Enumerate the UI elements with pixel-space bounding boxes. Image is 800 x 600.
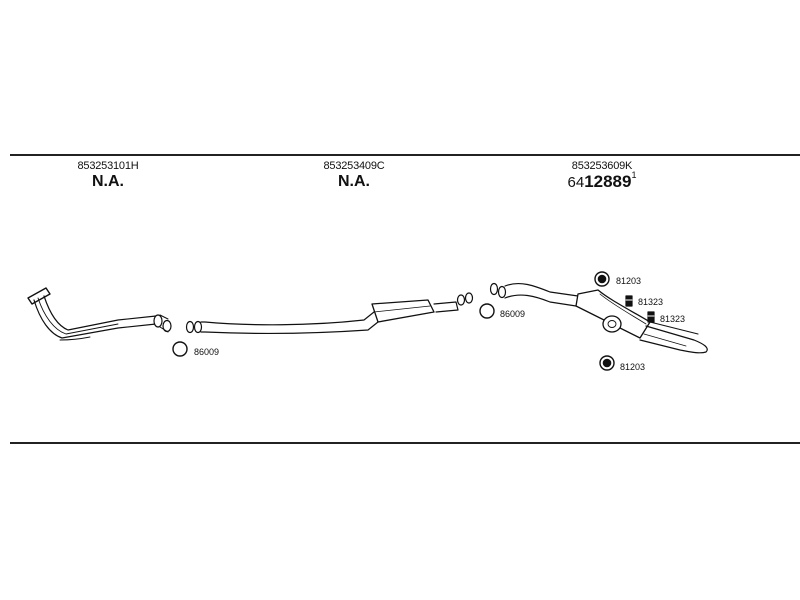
middle-pipe-drawing: [185, 292, 474, 334]
reference-prefix: 64: [567, 174, 585, 191]
front-pipe-part-code: 853253101H: [77, 160, 139, 172]
rubber-mount-b-drawing: [647, 311, 655, 323]
front-pipe-status: N.A.: [92, 173, 124, 190]
reference-suffix: 1: [631, 170, 637, 180]
rubber-mount-a-drawing: [625, 295, 633, 307]
middle-pipe-part-code: 853253409C: [323, 160, 385, 172]
front-downpipe-drawing: [27, 287, 172, 341]
top-divider: [10, 154, 800, 156]
middle-pipe-header: 853253409C N.A.: [318, 160, 390, 191]
clamp-ring-front-drawing: [172, 341, 188, 357]
rubber-hanger-top-drawing: [594, 271, 610, 287]
mount-b-label: 81323: [660, 314, 685, 324]
bottom-divider: [10, 442, 800, 444]
rubber-hanger-bottom-drawing: [599, 355, 615, 371]
rear-silencer-drawing: [489, 282, 708, 354]
rear-silencer-header: 853253609K 64128891: [562, 160, 642, 192]
hanger-bottom-label: 81203: [620, 362, 645, 372]
reference-number: 12889: [584, 172, 632, 191]
middle-pipe-status: N.A.: [338, 173, 370, 190]
rear-silencer-reference: 64128891: [562, 170, 642, 192]
hanger-top-label: 81203: [616, 276, 641, 286]
mount-a-label: 81323: [638, 297, 663, 307]
clamp-middle-label: 86009: [500, 309, 525, 319]
front-pipe-header: 853253101H N.A.: [72, 160, 144, 191]
clamp-front-label: 86009: [194, 347, 219, 357]
rear-silencer-part-code: 853253609K: [571, 160, 633, 172]
clamp-ring-middle-drawing: [479, 303, 495, 319]
